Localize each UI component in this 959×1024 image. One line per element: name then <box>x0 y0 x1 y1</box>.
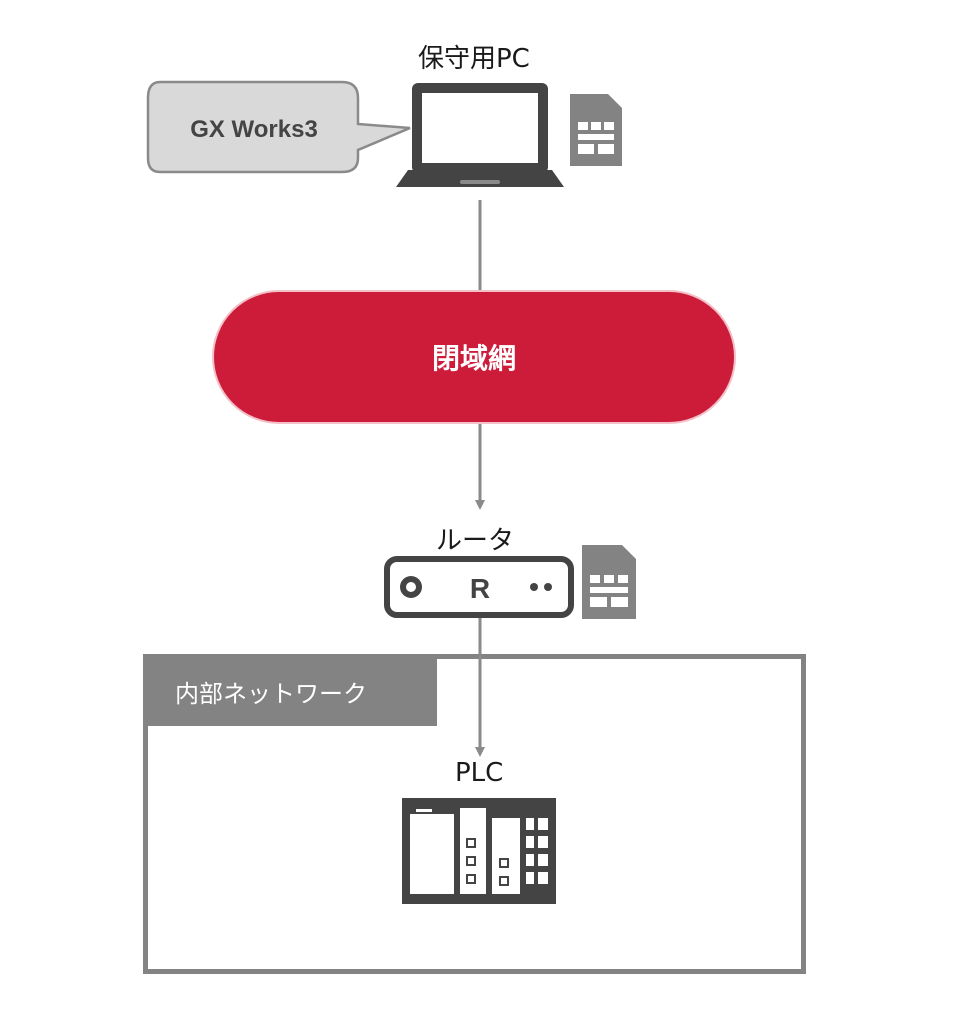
internal-network-frame <box>143 654 806 974</box>
router-badge: R <box>470 573 490 604</box>
sim-card-icon <box>582 545 636 619</box>
plc-icon <box>402 798 556 904</box>
software-bubble: GX Works3 <box>146 80 411 174</box>
pc-label: 保守用PC <box>418 44 530 74</box>
router-label: ルータ <box>436 526 515 556</box>
laptop-icon <box>396 83 564 187</box>
router-icon: R <box>384 556 574 618</box>
internal-network-label: 内部ネットワーク <box>175 679 367 708</box>
closed-network-label: 閉域網 <box>431 342 516 375</box>
software-bubble-text: GX Works3 <box>190 116 318 143</box>
plc-label: PLC <box>455 758 504 788</box>
sim-card-icon <box>570 94 622 166</box>
closed-network-node: 閉域網 <box>212 290 736 424</box>
internal-network-tab: 内部ネットワーク <box>145 656 437 726</box>
